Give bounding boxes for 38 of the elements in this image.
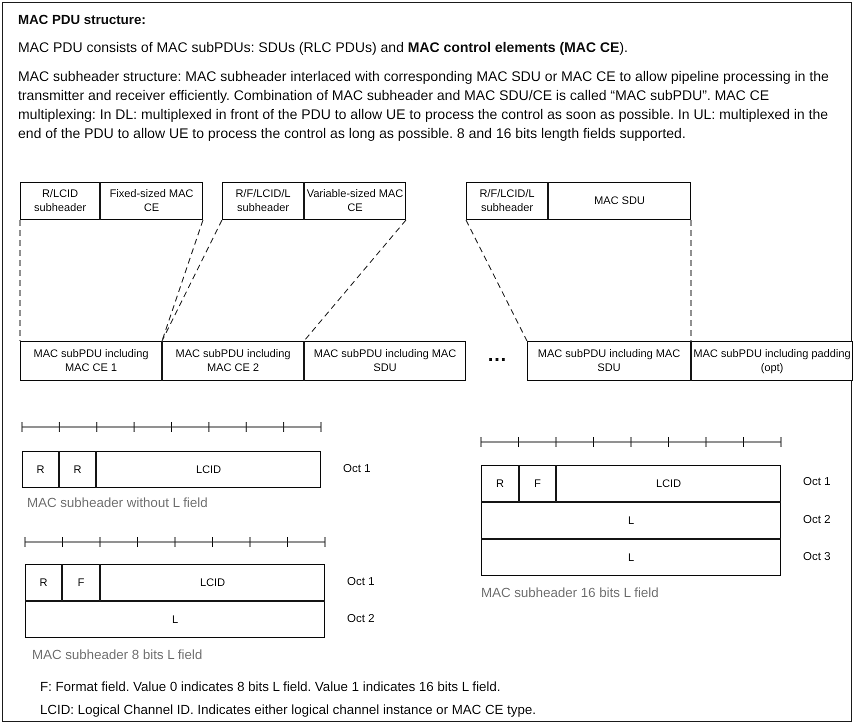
subpdu-box: MAC subPDU including MAC SDU <box>304 341 466 381</box>
footnote: F: Format field. Value 0 indicates 8 bits L field. Value 1 indicates 16 bits L field. <box>40 678 500 696</box>
subpdu-box: MAC subPDU including padding (opt) <box>691 341 853 381</box>
octet-label: Oct 1 <box>347 575 374 590</box>
field-cell: R <box>481 465 519 502</box>
octet-label: Oct 2 <box>347 612 374 627</box>
footnote: LCID: Logical Channel ID. Indicates either logical channel instance or MAC CE type. <box>40 701 536 719</box>
paragraph: MAC PDU consists of MAC subPDUs: SDUs (RLC PDUs) and MAC control elements (MAC CE). <box>18 38 629 57</box>
pdu-part-box: Variable-sized MAC CE <box>304 182 406 220</box>
field-cell: LCID <box>96 451 321 488</box>
dashed-expansion-line <box>162 220 222 342</box>
format-caption: MAC subheader 8 bits L field <box>32 646 202 664</box>
octet-label: Oct 1 <box>343 462 370 477</box>
field-cell: LCID <box>556 465 781 502</box>
paragraph: MAC subheader structure: MAC subheader interlaced with corresponding MAC SDU or MAC CE to allow pipeline processing in the transmitter and receiver efficiently. Combination of MAC subheader and MAC SDU/CE is called “MAC subPDU”. MAC CE multiplexing: In DL: multiplexed in front of the PDU to allow UE to process the control as soon as possible. In UL: multiplexed in the end of the PDU to allow UE to process the control as long as possible. 8 and 16 bits length fields supported. <box>18 67 830 143</box>
dashed-expansion-line <box>466 220 528 342</box>
subpdu-box: MAC subPDU including MAC CE 1 <box>20 341 162 381</box>
octet-label: Oct 2 <box>803 513 830 528</box>
dashed-expansion-line <box>162 220 204 342</box>
format-caption: MAC subheader without L field <box>27 494 208 512</box>
octet-label: Oct 3 <box>803 550 830 565</box>
dashed-expansion-line <box>690 220 692 342</box>
field-cell: F <box>62 564 100 601</box>
field-cell: L <box>481 502 781 539</box>
format-caption: MAC subheader 16 bits L field <box>481 584 659 602</box>
field-cell: R <box>59 451 96 488</box>
field-cell: R <box>22 451 59 488</box>
dashed-expansion-line <box>304 220 406 342</box>
heading: MAC PDU structure: <box>18 11 146 29</box>
ellipsis: … <box>487 346 507 365</box>
field-cell: L <box>481 539 781 576</box>
field-cell: F <box>519 465 556 502</box>
subpdu-box: MAC subPDU including MAC SDU <box>527 341 691 381</box>
field-cell: L <box>25 601 325 638</box>
octet-label: Oct 1 <box>803 475 830 490</box>
field-cell: LCID <box>100 564 325 601</box>
field-cell: R <box>25 564 62 601</box>
subpdu-box: MAC subPDU including MAC CE 2 <box>162 341 304 381</box>
